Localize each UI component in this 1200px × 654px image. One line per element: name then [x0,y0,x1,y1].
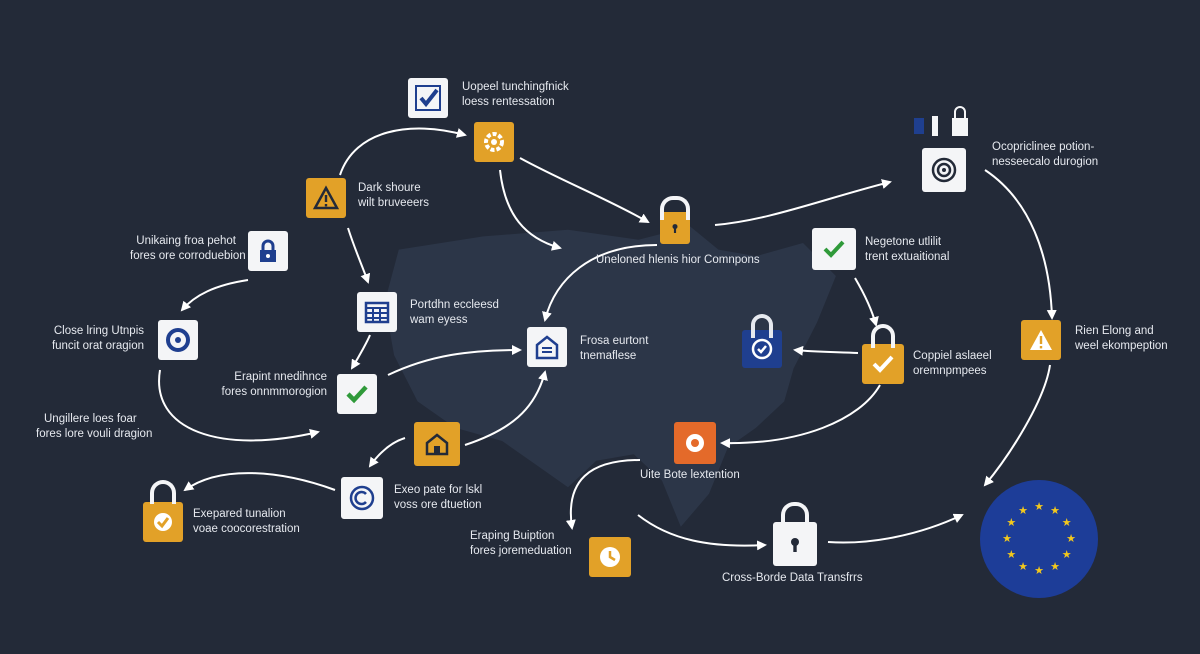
arrow-2 [519,157,650,224]
arrow-6 [180,279,249,312]
eu-star-icon: ★ [1002,533,1012,545]
eu-star-icon: ★ [1061,549,1072,561]
eu-star-icon: ★ [1050,505,1060,518]
label-cross-border: Cross-Borde Data Transfrrs [722,572,863,584]
eu-star-icon: ★ [1034,501,1044,513]
eu-star-icon: ★ [1066,533,1076,545]
arrow-17 [183,472,336,492]
gear-icon [674,422,716,464]
checkmark-icon [337,374,377,414]
arrow-8 [350,334,371,370]
document-icon [527,327,567,367]
lock-icon [248,231,288,271]
check-lock-icon [862,324,904,384]
warning-lock-icon [306,178,346,218]
warning-icon [1021,320,1061,360]
eu-star-icon: ★ [1061,517,1072,529]
label-uite-bote: Uite Bote lextention [640,469,740,481]
arrow-15 [464,370,548,446]
arrow-18 [565,459,641,530]
flag-icon [912,104,972,138]
arrow-7 [542,244,658,322]
eu-flag-icon: ★★★★★★★★★★★★ [980,480,1098,598]
eu-star-icon: ★ [1006,549,1017,561]
copyright-icon [341,477,383,519]
arrow-10 [984,169,1057,320]
home-icon [414,422,460,466]
circle-refresh-icon [158,320,198,360]
clock-icon [589,537,631,577]
padlock-icon [773,502,817,566]
eu-star-icon: ★ [1006,517,1017,529]
gear-icon [474,122,514,162]
arrow-11 [854,277,879,327]
shield-check-icon [742,314,782,368]
arrow-3 [499,169,562,251]
checkmark-icon [812,228,856,270]
label-uneloned: Uneloned hlenis hior Comnpons [596,254,760,266]
target-icon [922,148,966,192]
eu-star-icon: ★ [1034,565,1044,577]
padlock-icon [660,196,690,244]
arrow-1 [339,127,467,176]
arrow-4 [714,179,892,226]
arrow-12 [793,345,859,356]
arrow-9 [387,345,522,376]
arrow-14 [368,437,406,468]
arrow-16 [720,384,881,449]
eu-star-icon: ★ [1018,560,1028,573]
arrow-21 [983,364,1051,487]
eu-star-icon: ★ [1050,560,1060,573]
calendar-icon [357,292,397,332]
arrow-20 [827,513,964,544]
checkmark-icon [408,78,448,118]
check-lock-icon [143,480,183,542]
arrow-13 [158,369,320,442]
arrow-19 [637,514,767,551]
label-top-right: Ocopriclinee potion-nesseecalo durogion [992,141,1099,168]
eu-star-icon: ★ [1018,505,1028,518]
arrow-5 [347,227,371,284]
